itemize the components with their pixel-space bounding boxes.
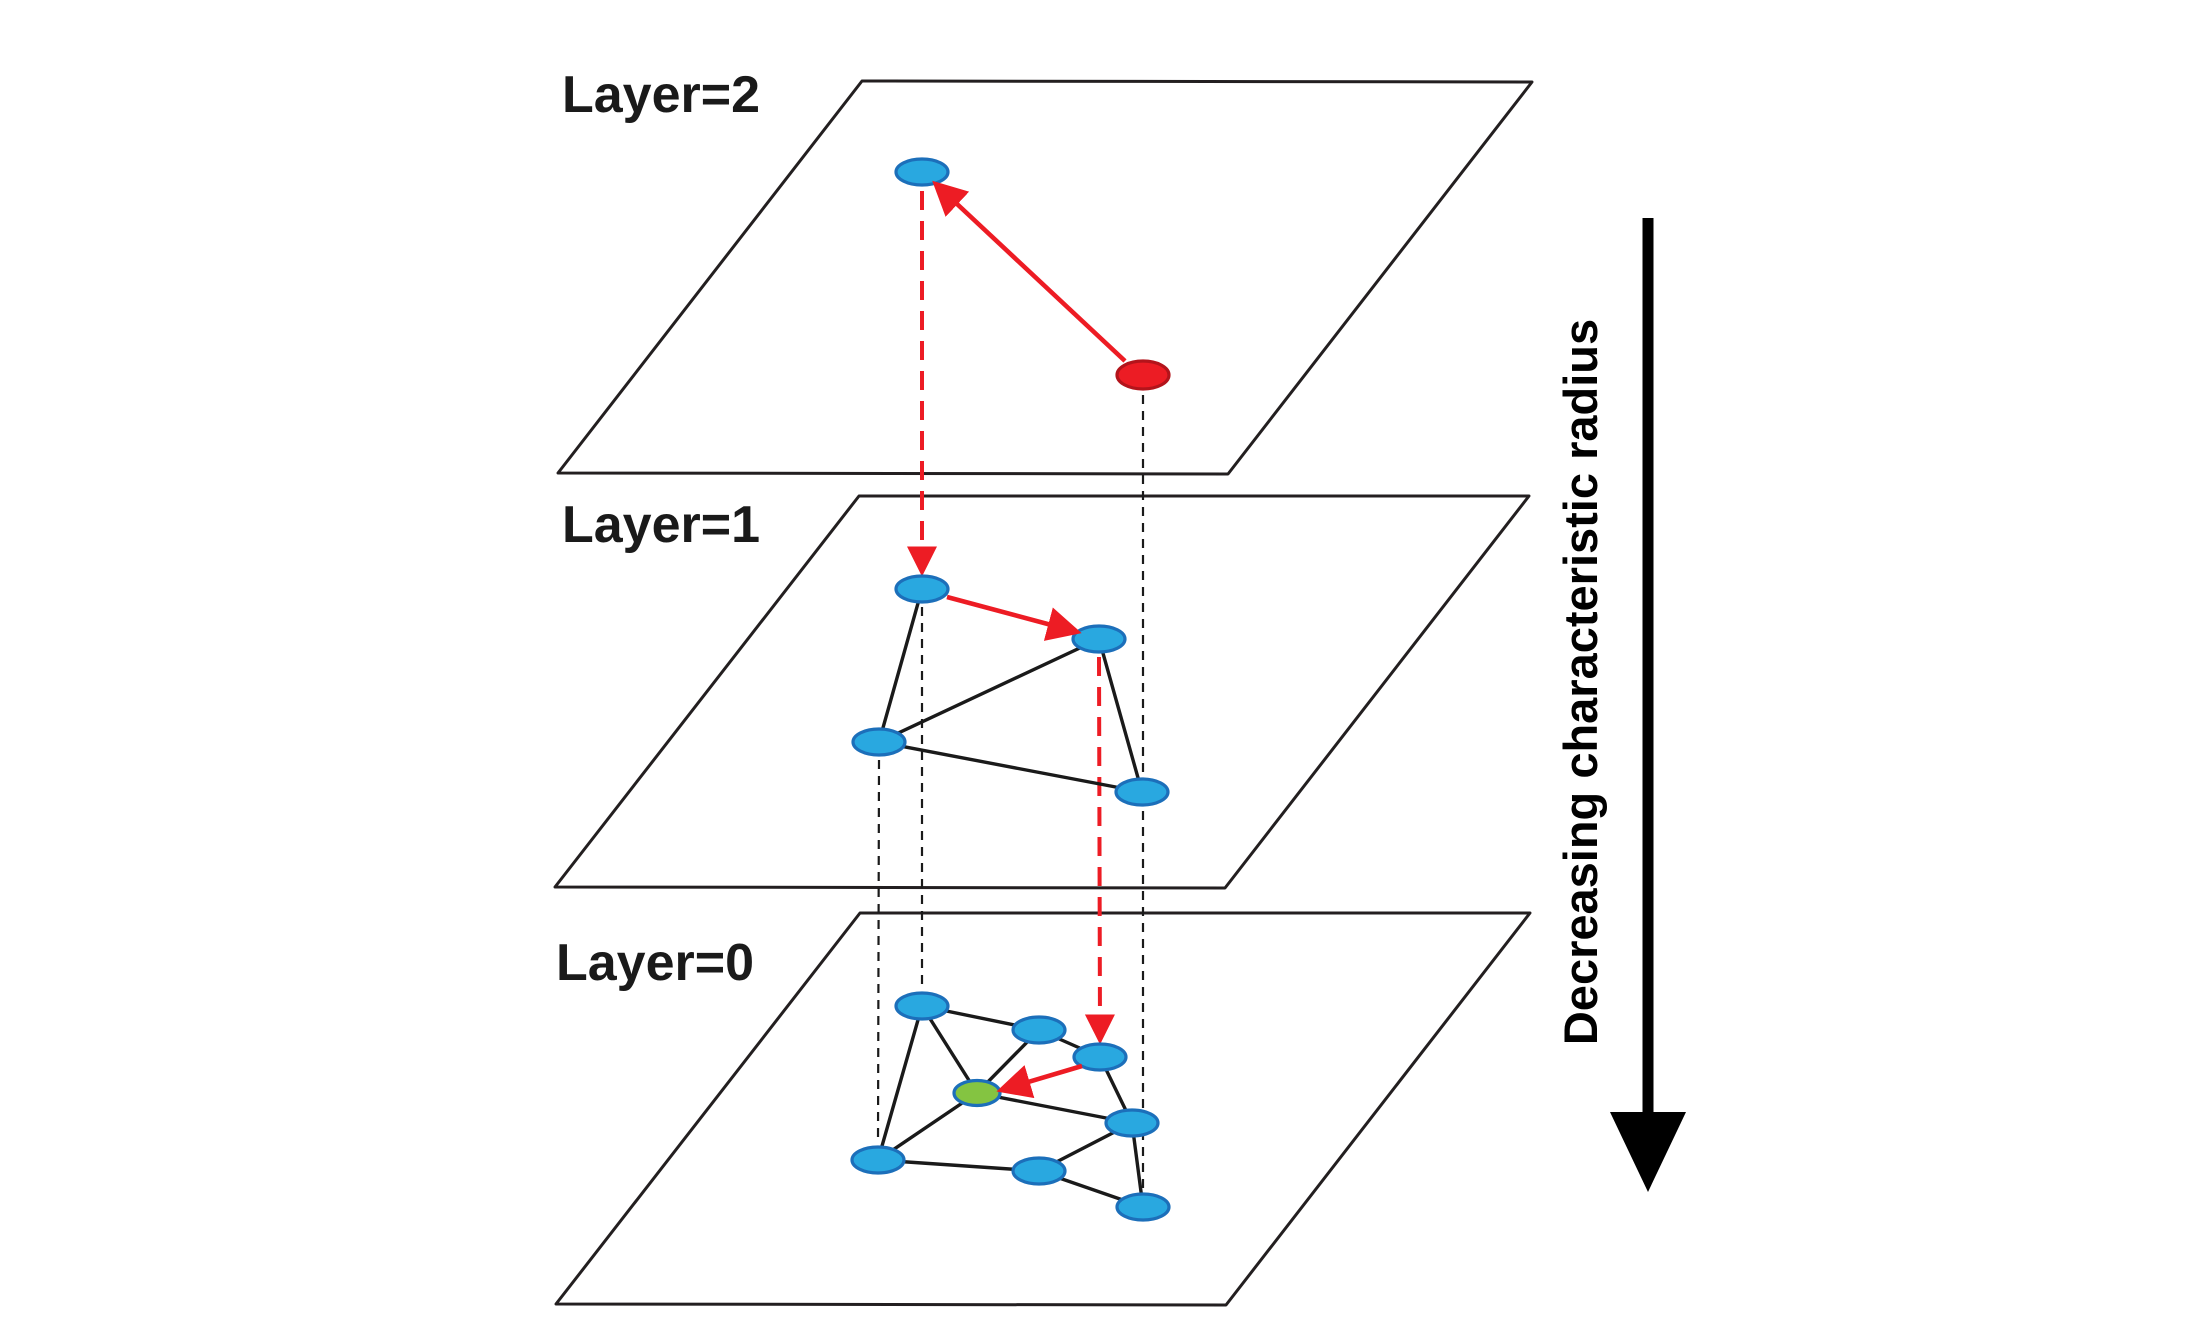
layer1-right-node (1071, 624, 1127, 654)
layer0-node-c (1072, 1042, 1128, 1072)
layer-2-label: Layer=2 (562, 66, 760, 124)
layer2-node (894, 157, 950, 187)
descent-arrow-layer1-to-layer0 (1084, 656, 1115, 1045)
search-arrow-layer1 (946, 594, 1082, 641)
layer0-node-h (1115, 1192, 1171, 1222)
edge-r1-br1 (1097, 637, 1144, 794)
search-arrow-layer2 (932, 180, 1127, 363)
layer0-node-f (850, 1145, 906, 1175)
layer0-node-a (894, 991, 950, 1021)
edge-lf1-br1 (877, 740, 1144, 794)
layer-1-label: Layer=1 (562, 496, 760, 554)
plane-layer-2 (556, 79, 1534, 476)
decreasing-radius-label: Decreasing characteristic radius (1554, 319, 1607, 1045)
layer1-left-node (851, 727, 907, 757)
layer0-node-e (1104, 1108, 1160, 1138)
edge-a0-d0 (920, 1004, 979, 1095)
layer1-bottom-right-node (1114, 777, 1170, 807)
layer2-entry-red-node (1115, 359, 1171, 391)
layer-0-label: Layer=0 (556, 934, 754, 992)
edge-a0-f0 (876, 1004, 924, 1162)
layer0-node-b (1011, 1015, 1067, 1045)
layer0-target-green-node (952, 1078, 1002, 1108)
layer0-node-g (1011, 1156, 1067, 1186)
decreasing-radius-arrowhead-icon (1610, 1112, 1686, 1192)
search-arrow-layer0 (996, 1063, 1083, 1099)
plane-layer-1 (553, 494, 1531, 890)
layer1-top-node (894, 574, 950, 604)
edge-t1-lf1 (877, 587, 924, 744)
plane-layer-0 (554, 911, 1532, 1307)
edge-lf1-r1 (877, 637, 1101, 744)
